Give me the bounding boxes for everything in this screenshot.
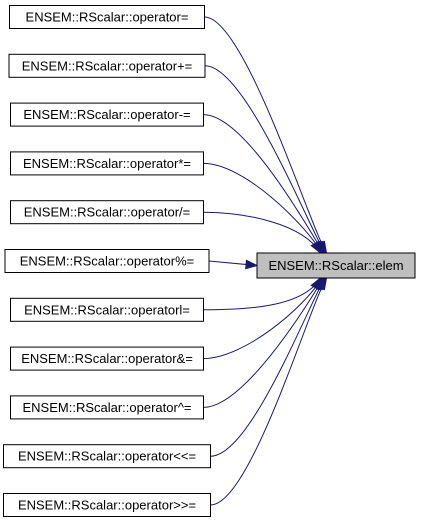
edge-9 xyxy=(210,277,326,457)
caller-label-4: ENSEM::RScalar::operator/= xyxy=(24,205,191,220)
edge-6 xyxy=(203,277,321,311)
caller-label-9: ENSEM::RScalar::operator<<= xyxy=(18,449,196,464)
caller-box-2 xyxy=(10,102,204,127)
edge-arrowhead-4 xyxy=(310,240,322,255)
edges-layer xyxy=(203,16,328,506)
caller-box-9 xyxy=(3,444,211,469)
target-box xyxy=(256,252,416,279)
edge-3 xyxy=(203,162,323,254)
caller-node-10[interactable]: ENSEM::RScalar::operator>>= xyxy=(3,493,211,517)
caller-node-8[interactable]: ENSEM::RScalar::operator^= xyxy=(10,395,204,420)
nodes-layer: ENSEM::RScalar::operator=ENSEM::RScalar:… xyxy=(3,5,416,517)
caller-node-4[interactable]: ENSEM::RScalar::operator/= xyxy=(10,200,204,225)
caller-node-3[interactable]: ENSEM::RScalar::operator*= xyxy=(10,151,204,176)
caller-label-6: ENSEM::RScalar::operatorl= xyxy=(24,302,190,317)
edge-8 xyxy=(203,277,324,408)
caller-box-8 xyxy=(10,395,204,420)
caller-node-2[interactable]: ENSEM::RScalar::operator-= xyxy=(10,102,204,127)
caller-box-6 xyxy=(10,297,204,322)
edge-arrowhead-5 xyxy=(245,259,259,270)
caller-node-6[interactable]: ENSEM::RScalar::operatorl= xyxy=(10,297,204,322)
caller-label-7: ENSEM::RScalar::operator&= xyxy=(21,351,193,366)
caller-node-1[interactable]: ENSEM::RScalar::operator+= xyxy=(8,53,206,78)
caller-label-1: ENSEM::RScalar::operator+= xyxy=(22,58,193,73)
caller-label-2: ENSEM::RScalar::operator-= xyxy=(23,107,190,122)
edge-10 xyxy=(210,277,327,506)
caller-node-9[interactable]: ENSEM::RScalar::operator<<= xyxy=(3,444,211,469)
caller-node-7[interactable]: ENSEM::RScalar::operator&= xyxy=(10,346,204,371)
caller-box-7 xyxy=(10,346,204,371)
edge-4 xyxy=(203,211,321,254)
caller-box-4 xyxy=(10,200,204,225)
target-label: ENSEM::RScalar::elem xyxy=(268,258,403,273)
caller-label-10: ENSEM::RScalar::operator>>= xyxy=(18,498,196,513)
caller-label-8: ENSEM::RScalar::operator^= xyxy=(22,400,191,415)
caller-label-0: ENSEM::RScalar::operator= xyxy=(26,10,189,25)
target-node[interactable]: ENSEM::RScalar::elem xyxy=(256,252,416,279)
edge-2 xyxy=(203,114,324,254)
caller-box-0 xyxy=(9,5,205,29)
caller-label-5: ENSEM::RScalar::operator%= xyxy=(20,254,194,269)
caller-box-5 xyxy=(4,249,210,273)
edge-7 xyxy=(203,277,323,360)
caller-node-5[interactable]: ENSEM::RScalar::operator%= xyxy=(4,249,210,273)
caller-node-0[interactable]: ENSEM::RScalar::operator= xyxy=(9,5,205,29)
caller-box-1 xyxy=(8,53,206,78)
edge-0 xyxy=(204,16,327,254)
caller-box-10 xyxy=(3,493,211,517)
caller-box-3 xyxy=(10,151,204,176)
edge-1 xyxy=(204,65,326,254)
caller-label-3: ENSEM::RScalar::operator*= xyxy=(23,156,191,171)
edge-arrowhead-10 xyxy=(316,276,328,291)
